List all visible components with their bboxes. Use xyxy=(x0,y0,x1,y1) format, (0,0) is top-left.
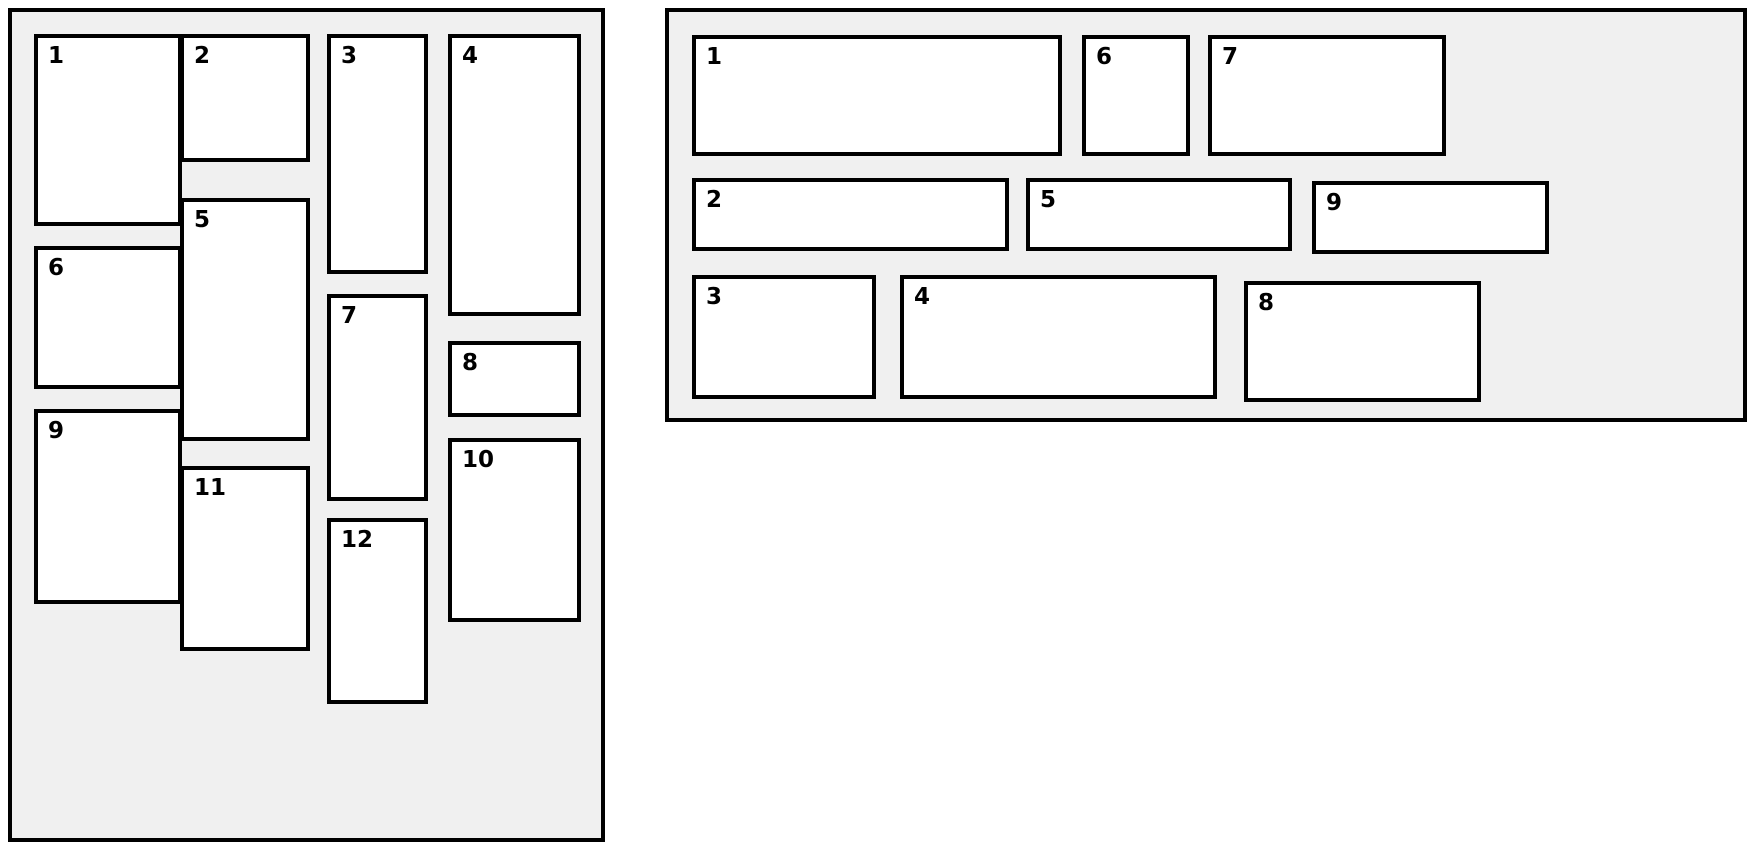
box-label: 6 xyxy=(48,255,65,281)
box-label: 9 xyxy=(1326,190,1343,216)
box-label: 11 xyxy=(194,475,227,501)
right-panel-box-4[interactable]: 4 xyxy=(900,275,1217,399)
box-label: 2 xyxy=(194,43,211,69)
box-label: 8 xyxy=(462,350,479,376)
box-label: 1 xyxy=(706,44,723,70)
box-label: 3 xyxy=(706,284,723,310)
box-label: 12 xyxy=(341,527,374,553)
box-label: 4 xyxy=(462,43,479,69)
box-label: 5 xyxy=(1040,187,1057,213)
box-label: 8 xyxy=(1258,290,1275,316)
box-label: 7 xyxy=(1222,44,1239,70)
left-panel-box-10[interactable]: 10 xyxy=(448,438,581,622)
left-panel-box-7[interactable]: 7 xyxy=(327,294,428,501)
box-label: 10 xyxy=(462,447,495,473)
right-panel-box-2[interactable]: 2 xyxy=(692,178,1009,251)
left-panel-box-8[interactable]: 8 xyxy=(448,341,581,417)
left-panel-box-4[interactable]: 4 xyxy=(448,34,581,316)
box-label: 7 xyxy=(341,303,358,329)
right-panel-box-1[interactable]: 1 xyxy=(692,35,1062,156)
right-panel-box-9[interactable]: 9 xyxy=(1312,181,1549,254)
right-panel: 1 6 7 2 5 9 3 4 8 xyxy=(665,8,1747,422)
right-panel-box-6[interactable]: 6 xyxy=(1082,35,1190,156)
box-label: 4 xyxy=(914,284,931,310)
box-label: 1 xyxy=(48,43,65,69)
left-panel-box-3[interactable]: 3 xyxy=(327,34,428,274)
left-panel-box-2[interactable]: 2 xyxy=(180,34,310,162)
left-panel-box-6[interactable]: 6 xyxy=(34,246,182,389)
right-panel-box-8[interactable]: 8 xyxy=(1244,281,1481,402)
left-panel-box-1[interactable]: 1 xyxy=(34,34,182,226)
left-panel-box-11[interactable]: 11 xyxy=(180,466,310,651)
box-label: 2 xyxy=(706,187,723,213)
left-panel-box-12[interactable]: 12 xyxy=(327,518,428,704)
box-label: 6 xyxy=(1096,44,1113,70)
box-label: 3 xyxy=(341,43,358,69)
left-panel-box-9[interactable]: 9 xyxy=(34,409,182,604)
right-panel-box-5[interactable]: 5 xyxy=(1026,178,1292,251)
left-panel-box-5[interactable]: 5 xyxy=(180,198,310,441)
right-panel-box-3[interactable]: 3 xyxy=(692,275,876,399)
box-label: 5 xyxy=(194,207,211,233)
right-panel-box-7[interactable]: 7 xyxy=(1208,35,1446,156)
box-label: 9 xyxy=(48,418,65,444)
